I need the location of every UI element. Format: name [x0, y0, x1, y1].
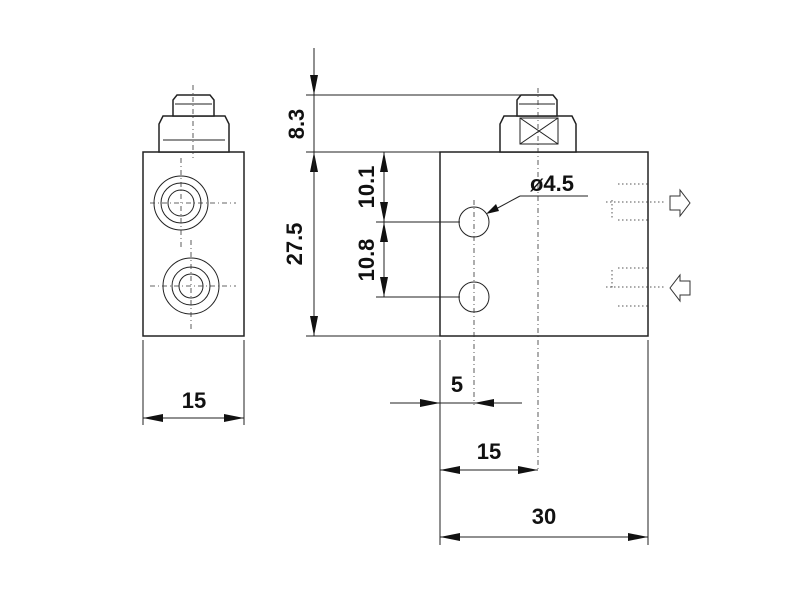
side-view-actuator-cap: [172, 94, 215, 117]
side-view-actuator-base: [158, 115, 230, 153]
front-view-actuator-cap: [516, 94, 558, 117]
horizontal-dimensions: 5 15 30: [390, 340, 649, 545]
inlet-arrow-icon: [669, 273, 691, 303]
hole-x-offset-label: 5: [451, 372, 463, 397]
side-view: [142, 85, 245, 337]
internal-passages: [606, 183, 664, 307]
body-height-label: 27.5: [282, 223, 307, 266]
outlet-arrow-icon: [669, 188, 691, 218]
front-width-label: 30: [532, 504, 556, 529]
front-view: [439, 88, 691, 470]
hole-spacing-label: 10.8: [354, 239, 379, 282]
vertical-dimensions: 8.3 27.5 10.1 10.8: [282, 48, 530, 337]
hole-diameter-label: ø4.5: [530, 171, 574, 196]
top-cap-height-label: 8.3: [284, 109, 309, 140]
front-view-actuator-base: [499, 115, 577, 153]
side-width-dimension: 15: [142, 340, 245, 425]
hole-diameter-callout: ø4.5: [486, 171, 588, 214]
upper-hole-offset-label: 10.1: [354, 166, 379, 209]
side-width-label: 15: [182, 388, 206, 413]
center-offset-label: 15: [477, 439, 501, 464]
